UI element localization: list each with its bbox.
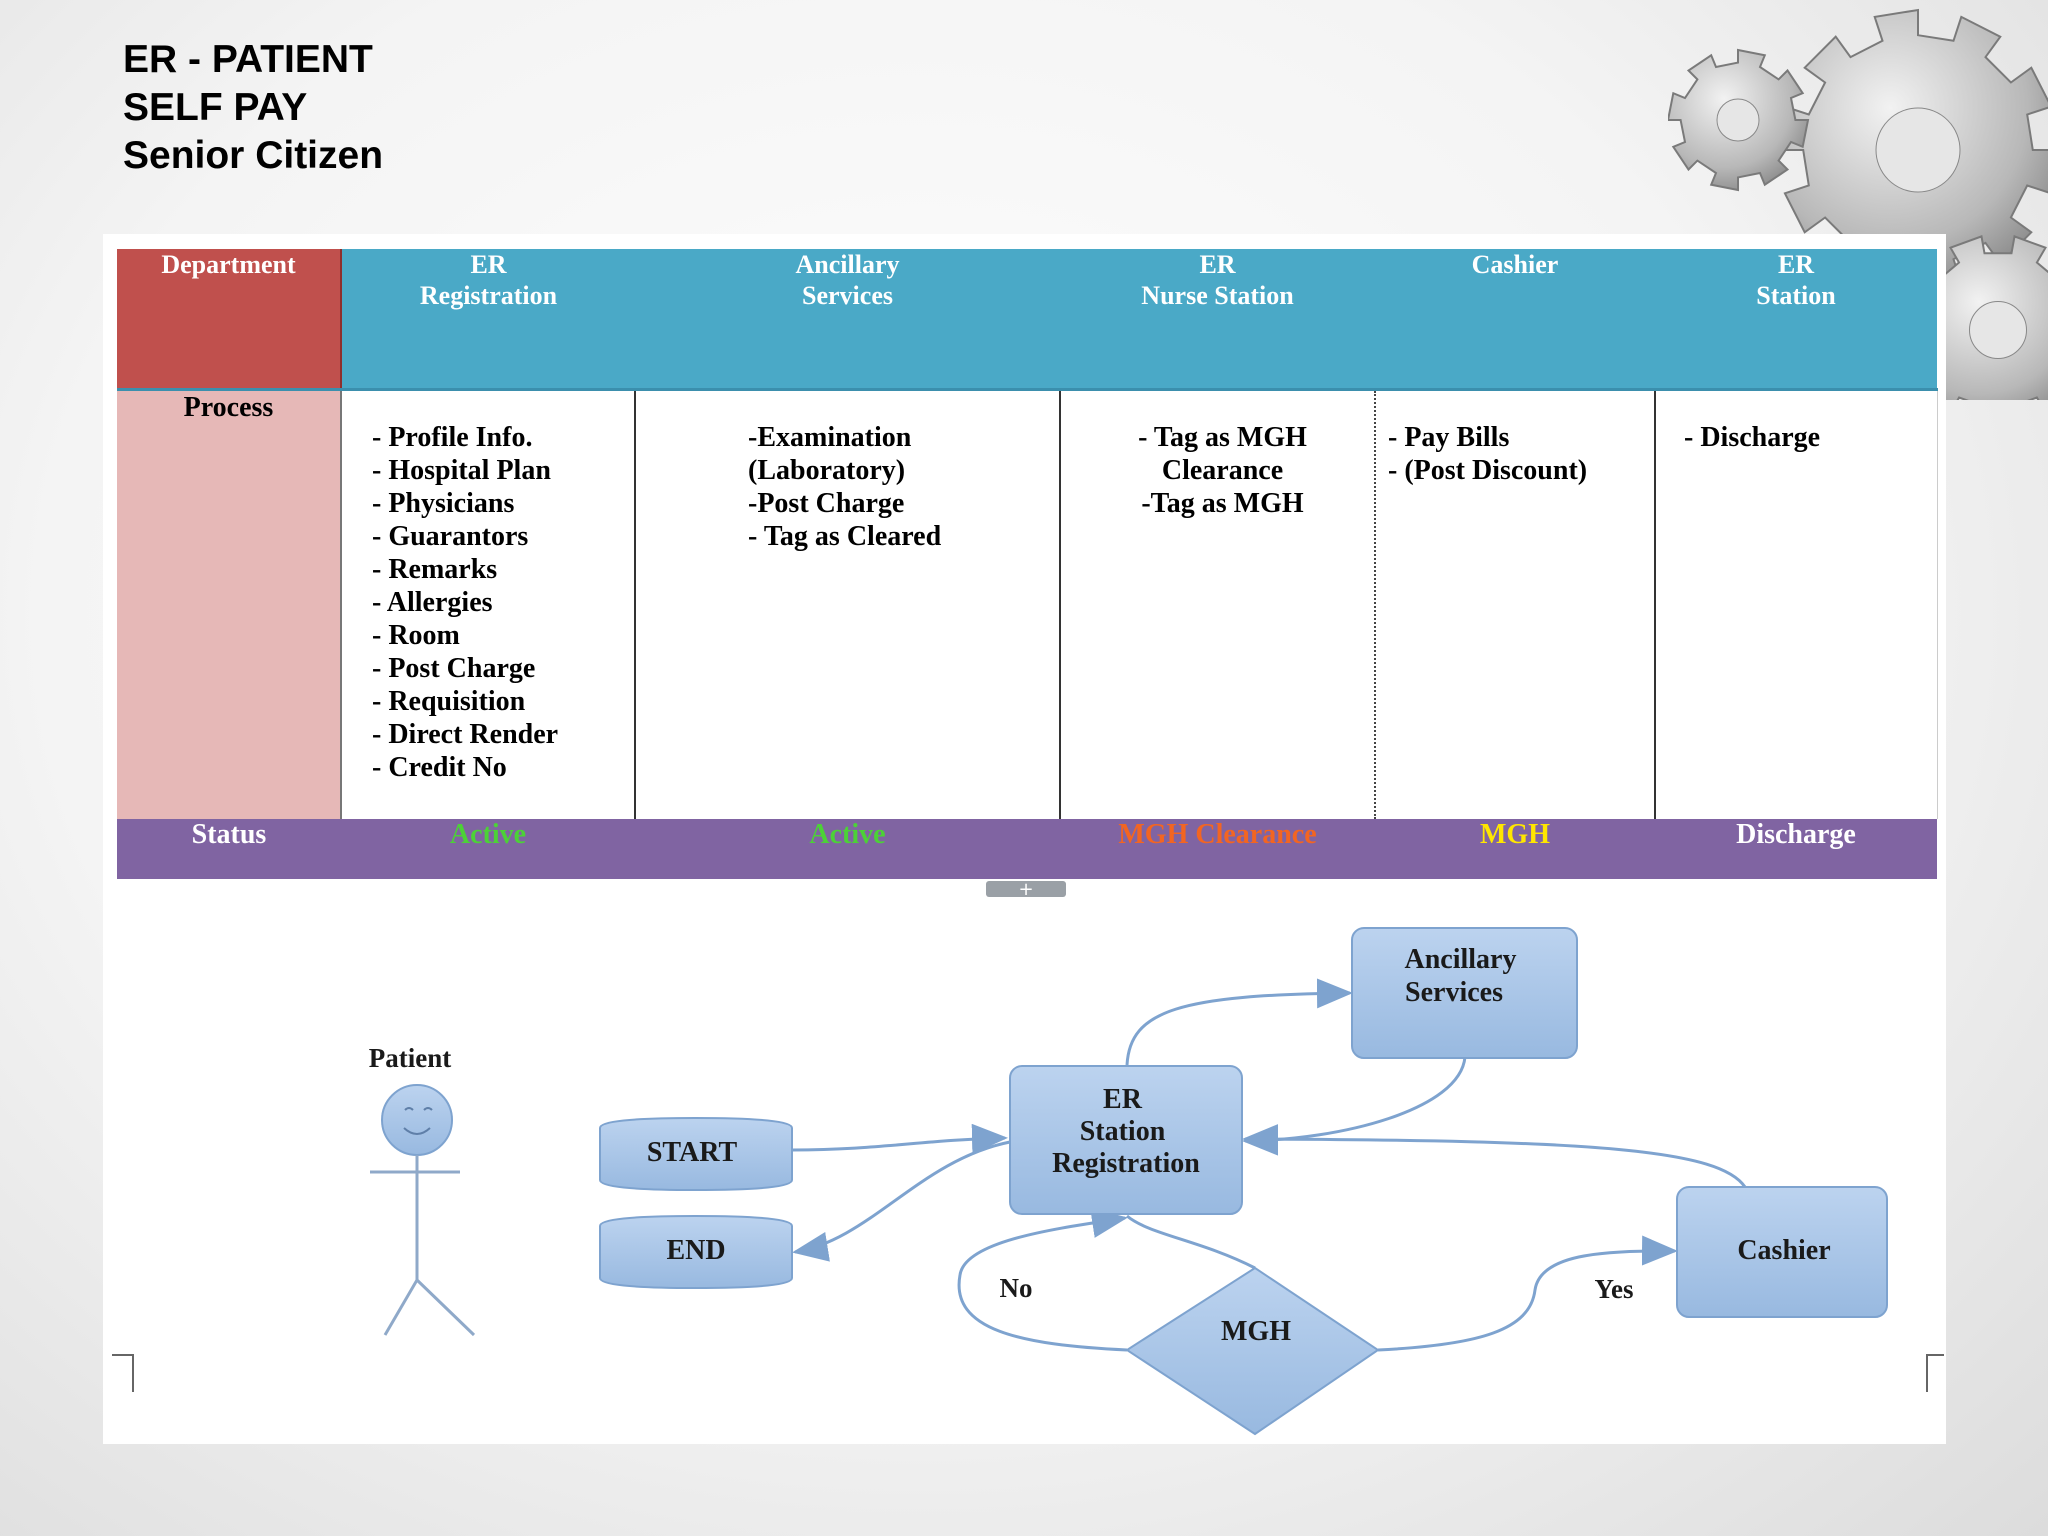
department-label: Department	[117, 249, 342, 391]
process-row: Process - Profile Info. - Hospital Plan …	[117, 389, 1938, 819]
patient-label: Patient	[369, 1043, 451, 1073]
crop-mark-right	[1926, 1354, 1944, 1392]
end-node: END	[599, 1214, 793, 1290]
status-ancillary-services: Active	[635, 818, 1060, 879]
process-text: - Tag as MGH Clearance -Tag as MGH	[1138, 421, 1307, 519]
svg-text:+: +	[1018, 879, 1033, 900]
header-cashier: Cashier	[1375, 249, 1655, 391]
status-label: Status	[117, 818, 341, 879]
edge-ancillary-to-er	[1242, 1056, 1467, 1156]
cashier-node: Cashier	[1676, 1186, 1888, 1318]
process-text: - Profile Info. - Hospital Plan - Physic…	[372, 421, 559, 783]
edge-er-to-ancillary	[1125, 978, 1353, 1066]
process-table: Department ER Registration Ancillary Ser…	[117, 249, 1938, 879]
process-er-nurse-station: - Tag as MGH Clearance -Tag as MGH	[1059, 389, 1376, 819]
ancillary-label: Ancillary Services	[1405, 944, 1524, 1008]
gear-small-icon	[1668, 48, 1810, 192]
patient-actor: Patient	[369, 1043, 476, 1337]
process-text: - Pay Bills - (Post Discount)	[1388, 421, 1588, 486]
edge-mgh-yes	[1377, 1235, 1678, 1352]
edge-cashier-to-er	[1242, 1124, 1747, 1188]
edge-er-to-mgh	[1126, 1214, 1256, 1270]
status-cashier: MGH	[1375, 818, 1655, 879]
process-ancillary-services: -Examination (Laboratory) -Post Charge -…	[635, 389, 1061, 819]
title-line-2: SELF PAY	[123, 86, 308, 129]
end-label: END	[666, 1235, 725, 1266]
er-station-label: ER Station Registration	[1052, 1084, 1200, 1179]
header-ancillary-services: Ancillary Services	[635, 249, 1060, 391]
gears-decoration-icon	[1668, 8, 2048, 400]
er-station-registration-node: ER Station Registration	[1009, 1065, 1243, 1215]
edge-er-to-end	[792, 1140, 1011, 1262]
department-row: Department ER Registration Ancillary Ser…	[117, 249, 1937, 391]
header-er-station: ER Station	[1655, 249, 1937, 391]
ancillary-services-node: Ancillary Services	[1351, 927, 1578, 1059]
status-er-station: Discharge	[1655, 818, 1937, 879]
process-label: Process	[117, 389, 342, 819]
process-er-station: - Discharge	[1654, 389, 1938, 819]
patient-head-icon	[381, 1084, 453, 1156]
process-cashier: - Pay Bills - (Post Discount)	[1375, 389, 1656, 819]
header-er-nurse-station: ER Nurse Station	[1060, 249, 1375, 391]
title-line-1: ER - PATIENT	[123, 38, 373, 81]
mgh-label: MGH	[1221, 1316, 1291, 1347]
yes-label: Yes	[1595, 1274, 1634, 1304]
title-line-3: Senior Citizen	[123, 134, 384, 177]
header-er-registration: ER Registration	[341, 249, 635, 391]
no-label: No	[1000, 1273, 1033, 1303]
slide-title: ER - PATIENT SELF PAY Senior Citizen	[123, 36, 383, 180]
expand-handle[interactable]: +	[986, 879, 1066, 900]
mgh-decision-node: MGH	[1125, 1266, 1380, 1436]
start-label: START	[647, 1137, 738, 1168]
edge-start-to-er	[791, 1123, 1008, 1154]
start-node: START	[599, 1116, 793, 1192]
process-text: - Discharge	[1684, 421, 1821, 453]
status-row: Status Active Active MGH Clearance MGH D…	[117, 818, 1937, 879]
cashier-label: Cashier	[1737, 1235, 1830, 1266]
status-er-registration: Active	[341, 818, 635, 879]
process-text: -Examination (Laboratory) -Post Charge -…	[748, 421, 942, 552]
process-er-registration: - Profile Info. - Hospital Plan - Physic…	[341, 389, 636, 819]
flow-edges	[791, 978, 1747, 1352]
edge-mgh-no	[957, 1208, 1128, 1352]
content-panel: Department ER Registration Ancillary Ser…	[103, 234, 1946, 1444]
crop-mark-left	[112, 1354, 134, 1392]
status-er-nurse-station: MGH Clearance	[1060, 818, 1375, 879]
